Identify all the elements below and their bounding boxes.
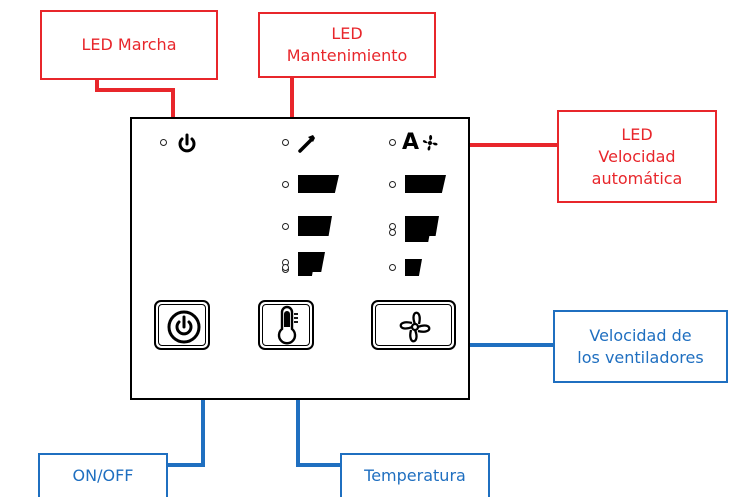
led-mantenimiento xyxy=(282,139,289,146)
speed-bar-3 xyxy=(298,216,332,236)
led-left-speed-1-page xyxy=(282,264,289,271)
connector-on-off-h xyxy=(166,463,205,467)
callout-on-off: ON/OFF xyxy=(38,453,168,497)
led-speed-3 xyxy=(282,223,289,230)
led-right-speed-4 xyxy=(389,181,396,188)
temperature-button[interactable] xyxy=(258,300,314,350)
right-speed-bar-4 xyxy=(405,175,446,193)
power-small-icon xyxy=(178,133,196,153)
callout-led-marcha: LED Marcha xyxy=(40,10,218,80)
connector-led-marcha xyxy=(95,78,99,90)
auto-label: A xyxy=(402,130,420,155)
right-speed-bar-1 xyxy=(405,259,422,276)
connector-on-off-v xyxy=(201,368,205,466)
power-icon xyxy=(167,310,201,344)
callout-led-velocidad-automatica: LED Velocidad automática xyxy=(557,110,717,203)
speed-bar-4 xyxy=(298,175,339,193)
fan-speed-button[interactable] xyxy=(371,300,456,350)
led-right-speed-1 xyxy=(389,264,396,271)
thermometer-icon xyxy=(277,305,298,345)
connector-led-marcha-h xyxy=(95,88,175,92)
control-panel: A xyxy=(130,117,470,400)
connector-led-velocidad-automatica xyxy=(469,143,559,147)
wrench-icon xyxy=(298,135,315,153)
left-speed-bar-1 xyxy=(298,259,315,276)
callout-temperatura: Temperatura xyxy=(340,453,490,497)
led-velocidad-automatica xyxy=(389,139,396,146)
connector-led-mantenimiento xyxy=(290,76,294,138)
connector-led-marcha-v xyxy=(171,88,175,134)
callout-led-mantenimiento: LED Mantenimiento xyxy=(258,12,436,78)
led-marcha xyxy=(160,139,167,146)
callout-velocidad-ventiladores: Velocidad de los ventiladores xyxy=(553,310,728,383)
power-button[interactable] xyxy=(154,300,210,350)
led-right-speed-2 xyxy=(389,229,396,236)
fan-icon xyxy=(399,311,431,343)
connector-velocidad-ventiladores xyxy=(455,343,555,347)
right-speed-bar-2 xyxy=(405,222,432,242)
connector-temperatura-h xyxy=(296,463,342,467)
fan-small-icon xyxy=(422,135,438,151)
led-speed-4 xyxy=(282,181,289,188)
connector-temperatura-v xyxy=(296,362,300,466)
